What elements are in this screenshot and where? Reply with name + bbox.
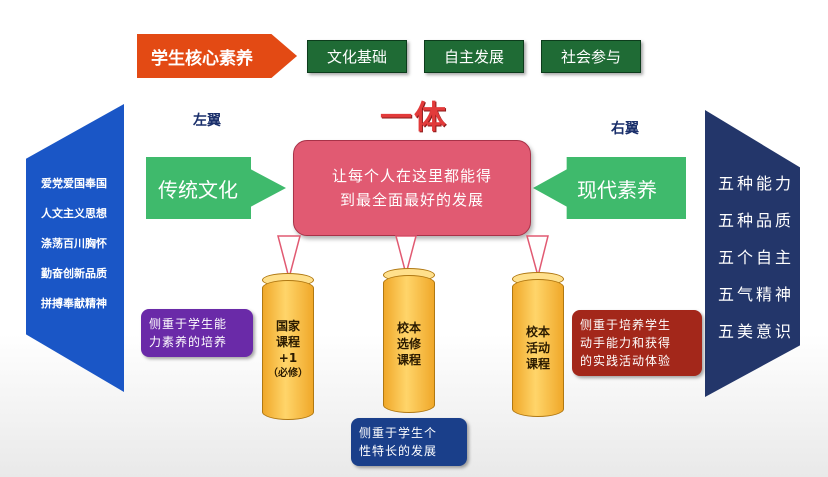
tag-label: 社会参与	[560, 48, 621, 66]
list-item: 拼搏奉献精神	[41, 297, 107, 310]
right-wing-label: 右翼	[611, 121, 639, 137]
list-item: 五种能力	[717, 174, 794, 193]
core-literacy-label: 学生核心素养	[151, 48, 253, 69]
cylinder-text: 校本	[525, 325, 550, 339]
tag-cultural-foundation: 文化基础	[307, 40, 407, 73]
note-line: 的实践活动体验	[580, 354, 672, 368]
note-line: 侧重于培养学生	[580, 318, 672, 332]
cylinder-school-activity: 校本 活动 课程	[512, 279, 564, 417]
note-line: 性特长的发展	[359, 444, 438, 458]
pointer-middle	[395, 235, 417, 277]
note-line: 力素养的培养	[149, 335, 228, 349]
list-item: 五美意识	[717, 322, 794, 341]
list-item: 人文主义思想	[41, 207, 107, 220]
cylinder-text: 课程	[525, 357, 550, 371]
cylinder-text: 课程	[396, 353, 421, 367]
note-line: 动手能力和获得	[580, 336, 672, 350]
cylinder-text: 活动	[525, 341, 550, 355]
cylinder-text: +1	[278, 351, 298, 365]
center-goal-box: 让每个人在这里都能得 到最全面最好的发展	[293, 140, 531, 236]
note-ability-literacy: 侧重于学生能 力素养的培养	[141, 309, 253, 357]
tag-self-development: 自主发展	[424, 40, 524, 73]
list-item: 爱党爱国奉国	[41, 177, 107, 190]
arrow-label: 传统文化	[158, 177, 238, 202]
core-literacy-arrow: 学生核心素养	[137, 34, 297, 78]
note-practical-experience: 侧重于培养学生 动手能力和获得 的实践活动体验	[572, 310, 702, 376]
list-item: 涤荡百川胸怀	[41, 237, 107, 250]
list-item: 五种品质	[717, 211, 794, 230]
arrow-label: 现代素养	[577, 177, 657, 202]
cylinder-text: 校本	[396, 321, 421, 335]
note-line: 侧重于学生个	[359, 426, 438, 440]
cylinder-text: （必修）	[268, 368, 308, 379]
tag-label: 自主发展	[443, 48, 504, 66]
pointer-left	[277, 235, 301, 281]
list-item: 勤奋创新品质	[41, 267, 107, 280]
cylinder-school-elective: 校本 选修 课程	[383, 275, 435, 413]
right-values-list: 五种能力 五种品质 五个自主 五气精神 五美意识	[710, 170, 802, 342]
one-body-title: 一体	[380, 98, 449, 136]
left-wing-label: 左翼	[193, 113, 221, 129]
note-personal-talent: 侧重于学生个 性特长的发展	[351, 418, 467, 466]
cylinder-text: 课程	[275, 335, 300, 349]
cylinder-national-course: 国家 课程 +1 （必修）	[262, 280, 314, 420]
cylinder-text: 选修	[396, 337, 421, 351]
pointer-right	[526, 235, 549, 279]
goal-line: 到最全面最好的发展	[339, 191, 484, 209]
note-line: 侧重于学生能	[149, 317, 228, 331]
left-values-list: 爱党爱国奉国 人文主义思想 涤荡百川胸怀 勤奋创新品质 拼搏奉献精神	[28, 175, 120, 311]
list-item: 五气精神	[717, 285, 794, 304]
tag-social-participation: 社会参与	[541, 40, 641, 73]
goal-line: 让每个人在这里都能得	[331, 167, 492, 185]
list-item: 五个自主	[717, 248, 794, 267]
cylinder-text: 国家	[275, 319, 300, 333]
tag-label: 文化基础	[326, 48, 387, 66]
